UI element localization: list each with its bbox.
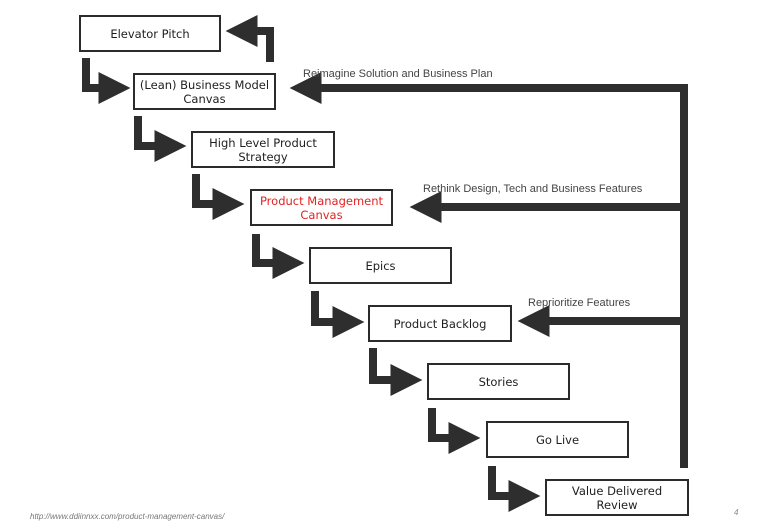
step-stories: Stories	[427, 363, 570, 400]
footer-url: http://www.ddiinnxx.com/product-manageme…	[30, 512, 225, 521]
page-number: 4	[734, 508, 739, 517]
step-label: High Level Product Strategy	[209, 135, 317, 164]
step-value-delivered-review: Value Delivered Review	[545, 479, 689, 516]
feedback-label-reimagine: Reimagine Solution and Business Plan	[303, 68, 493, 80]
step-label: (Lean) Business Model Canvas	[139, 77, 270, 106]
step-epics: Epics	[309, 247, 452, 284]
loop-arrow	[225, 15, 274, 62]
step-go-live: Go Live	[486, 421, 629, 458]
step-product-backlog: Product Backlog	[368, 305, 512, 342]
step-label: Product Backlog	[393, 316, 487, 331]
step-arrow-1	[82, 58, 131, 104]
step-label: Stories	[478, 374, 519, 389]
step-label: Elevator Pitch	[110, 26, 190, 41]
step-arrow-3	[192, 174, 245, 220]
step-arrow-8	[488, 466, 541, 512]
step-arrow-7	[428, 408, 481, 454]
step-product-management-canvas: Product Management Canvas	[250, 189, 393, 226]
step-elevator-pitch: Elevator Pitch	[79, 15, 221, 52]
step-label: Epics	[365, 258, 396, 273]
feedback-label-reprioritize: Reprioritize Features	[528, 297, 631, 309]
step-label: Product Management Canvas	[259, 193, 384, 222]
step-label: Go Live	[535, 432, 580, 447]
step-arrow-4	[252, 234, 305, 279]
step-arrow-5	[311, 291, 365, 338]
step-arrow-6	[369, 348, 423, 396]
step-business-model-canvas: (Lean) Business Model Canvas	[133, 73, 276, 110]
step-arrow-2	[134, 116, 187, 162]
step-label: Value Delivered Review	[571, 483, 663, 512]
step-high-level-product-strategy: High Level Product Strategy	[191, 131, 335, 168]
feedback-label-rethink: Rethink Design, Tech and Business Featur…	[423, 183, 643, 195]
